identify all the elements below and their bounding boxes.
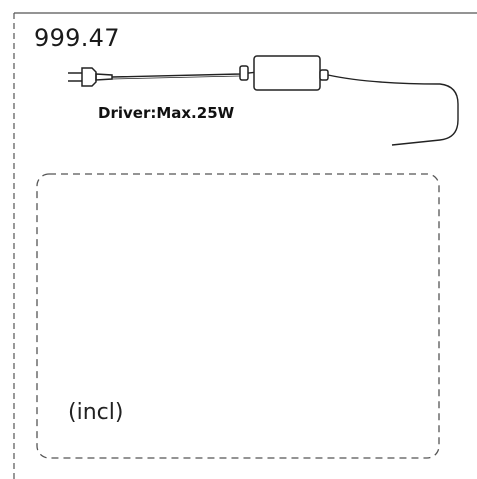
plug-icon [68, 67, 113, 87]
power-adapter-icon [239, 55, 329, 91]
driver-rating-label: Driver:Max.25W [98, 104, 235, 122]
product-code: 999.47 [34, 24, 120, 52]
dc-cable [327, 74, 459, 146]
incl-label: (incl) [68, 400, 124, 425]
outer-frame [13, 12, 477, 479]
included-items-box [36, 173, 440, 459]
